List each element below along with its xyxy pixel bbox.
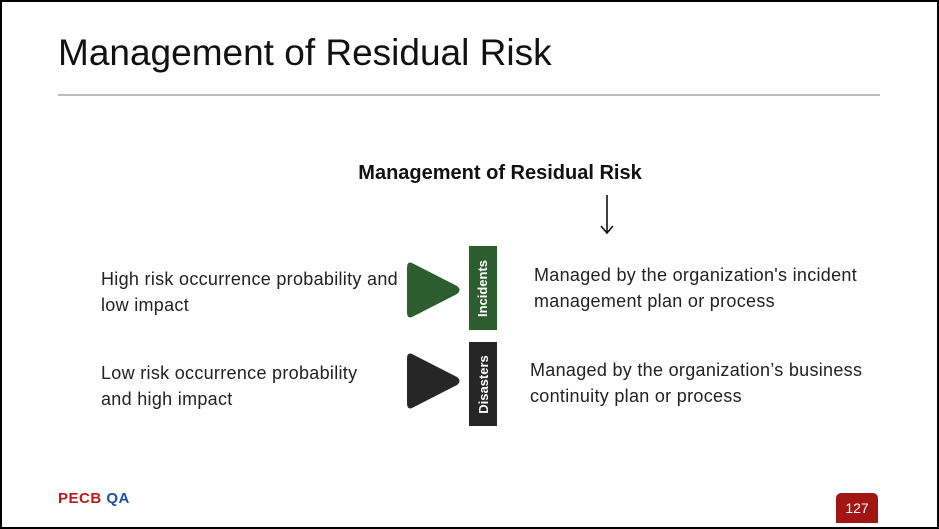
play-triangle-icon [407,262,460,318]
play-triangle-icon [407,353,460,409]
managed-by-incidents: Managed by the organization's incident m… [534,265,858,311]
incidents-tag-label: Incidents [475,259,491,317]
logo-part-pecb: PECB [58,490,102,507]
slide-title: Management of Residual Risk [58,32,552,73]
condition-text-disasters: Low risk occurrence probability and high… [101,363,358,409]
condition-text-incidents: High risk occurrence probability and low… [101,269,398,315]
pecb-logo: PECB QA [58,490,130,507]
incidents-tag: Incidents [469,246,497,330]
title-divider [58,94,880,96]
page-number: 127 [836,493,878,523]
diagram-heading: Management of Residual Risk [358,162,642,184]
logo-part-qa: QA [106,490,130,507]
down-arrow-icon [600,195,614,235]
disasters-tag: Disasters [469,342,497,426]
disasters-tag-label: Disasters [475,354,491,414]
managed-by-disasters: Managed by the organization’s business c… [530,360,863,406]
